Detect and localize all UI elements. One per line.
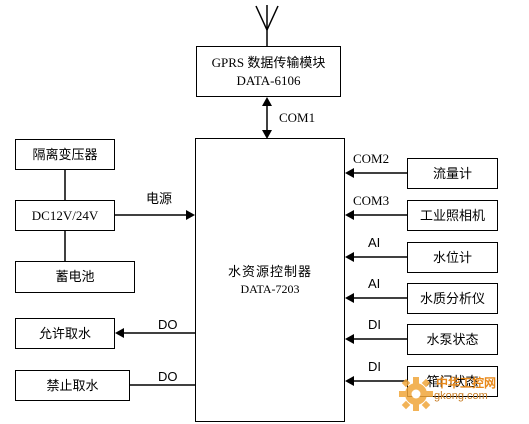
controller-box: 水资源控制器 DATA-7203 [195,138,345,422]
gkong-watermark: 中华工控网 gkong.com [396,368,526,422]
antenna-icon [255,5,279,46]
pump-status-label: 水泵状态 [426,331,479,347]
com1-arrow-up [262,97,272,106]
com1-label: COM1 [279,110,316,125]
ai-label-1: AI [368,235,381,250]
power-arrow [186,210,195,220]
input-arrow-1 [345,168,354,178]
flow-meter-box: 流量计 [407,158,498,189]
water-quality-analyzer-label: 水质分析仪 [419,290,485,306]
forbid-intake-label: 禁止取水 [46,377,99,393]
do-label-2: DO [158,369,178,384]
controller-model: DATA-7203 [240,281,300,296]
do-label-1: DO [158,317,178,332]
door-status-label: 箱门状态 [426,373,479,389]
com1-arrow-down [262,130,272,139]
dc-supply-box: DC12V/24V [15,200,115,231]
power-label: 电源 [146,191,173,206]
water-level-meter-box: 水位计 [407,242,498,273]
allow-intake-label: 允许取水 [38,325,91,341]
input-arrow-5 [345,334,354,344]
gprs-module-name: GPRS 数据传输模块 [211,54,326,70]
battery-label: 蓄电池 [55,269,95,285]
isolation-transformer-box: 隔离变压器 [15,139,115,170]
gprs-module-model: DATA-6106 [236,72,301,88]
watermark-brand: 中华工控网 [436,376,497,390]
forbid-intake-box: 禁止取水 [15,370,130,401]
input-arrow-3 [345,252,354,262]
do-arrow-1 [115,328,124,338]
input-arrow-6 [345,376,354,386]
allow-intake-box: 允许取水 [15,318,115,349]
di-label-2: DI [368,359,381,374]
dc-supply-label: DC12V/24V [31,207,99,223]
input-arrow-4 [345,293,354,303]
battery-box: 蓄电池 [15,261,135,293]
di-label-1: DI [368,317,381,332]
ai-label-2: AI [368,276,381,291]
industrial-camera-label: 工业照相机 [419,207,485,223]
input-arrow-2 [345,210,354,220]
water-level-meter-label: 水位计 [432,249,472,265]
industrial-camera-box: 工业照相机 [407,200,498,231]
gear-icon [399,377,433,411]
com2-label: COM2 [353,151,390,166]
watermark-site: gkong.com [434,390,488,402]
gprs-module-box: GPRS 数据传输模块 DATA-6106 [196,46,341,97]
isolation-transformer-label: 隔离变压器 [32,146,98,162]
controller-name: 水资源控制器 [227,264,312,280]
pump-status-box: 水泵状态 [407,324,498,355]
com3-label: COM3 [353,193,390,208]
water-quality-analyzer-box: 水质分析仪 [407,283,498,314]
flow-meter-label: 流量计 [432,165,472,181]
